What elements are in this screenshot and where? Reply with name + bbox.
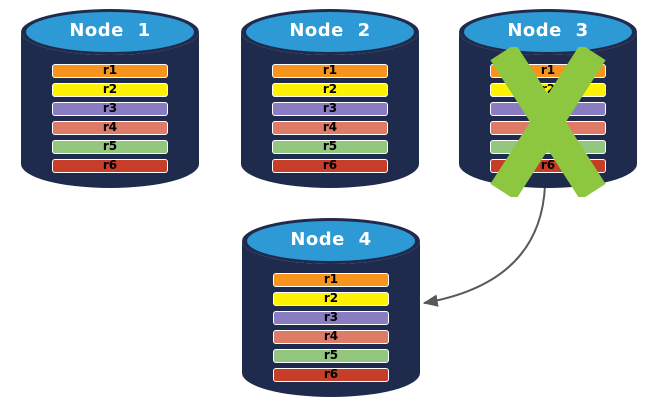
replica-row-r3: r3 xyxy=(272,102,388,116)
node-title: Node 4 xyxy=(290,229,372,250)
db-node-1: Node 1 r1 r2 r3 r4 r5 r6 xyxy=(21,7,199,189)
replica-row-r4: r4 xyxy=(272,121,388,135)
replica-row-r1: r1 xyxy=(273,273,389,287)
replica-row-r2: r2 xyxy=(273,292,389,306)
replica-row-r5: r5 xyxy=(273,349,389,363)
replica-row-r1: r1 xyxy=(52,64,168,78)
failover-arrow-path xyxy=(422,185,546,307)
replica-row-r3: r3 xyxy=(52,102,168,116)
replica-rows: r1 r2 r3 r4 r5 r6 xyxy=(52,64,168,178)
replica-row-r5: r5 xyxy=(52,140,168,154)
replica-row-r6: r6 xyxy=(273,368,389,382)
replica-row-r2: r2 xyxy=(272,83,388,97)
replica-row-r6: r6 xyxy=(272,159,388,173)
replica-row-r2: r2 xyxy=(52,83,168,97)
replica-row-r4: r4 xyxy=(273,330,389,344)
replica-row-r5: r5 xyxy=(272,140,388,154)
db-node-2: Node 2 r1 r2 r3 r4 r5 r6 xyxy=(241,7,419,189)
replica-row-r1: r1 xyxy=(272,64,388,78)
replica-row-r6: r6 xyxy=(52,159,168,173)
replica-row-r3: r3 xyxy=(273,311,389,325)
node-title: Node 1 xyxy=(69,20,151,41)
replica-row-r4: r4 xyxy=(52,121,168,135)
node-title: Node 3 xyxy=(507,20,589,41)
db-node-4: Node 4 r1 r2 r3 r4 r5 r6 xyxy=(242,216,420,398)
node-title: Node 2 xyxy=(289,20,371,41)
replica-rows: r1 r2 r3 r4 r5 r6 xyxy=(273,273,389,387)
replica-rows: r1 r2 r3 r4 r5 r6 xyxy=(272,64,388,178)
failure-x-icon xyxy=(490,47,606,197)
